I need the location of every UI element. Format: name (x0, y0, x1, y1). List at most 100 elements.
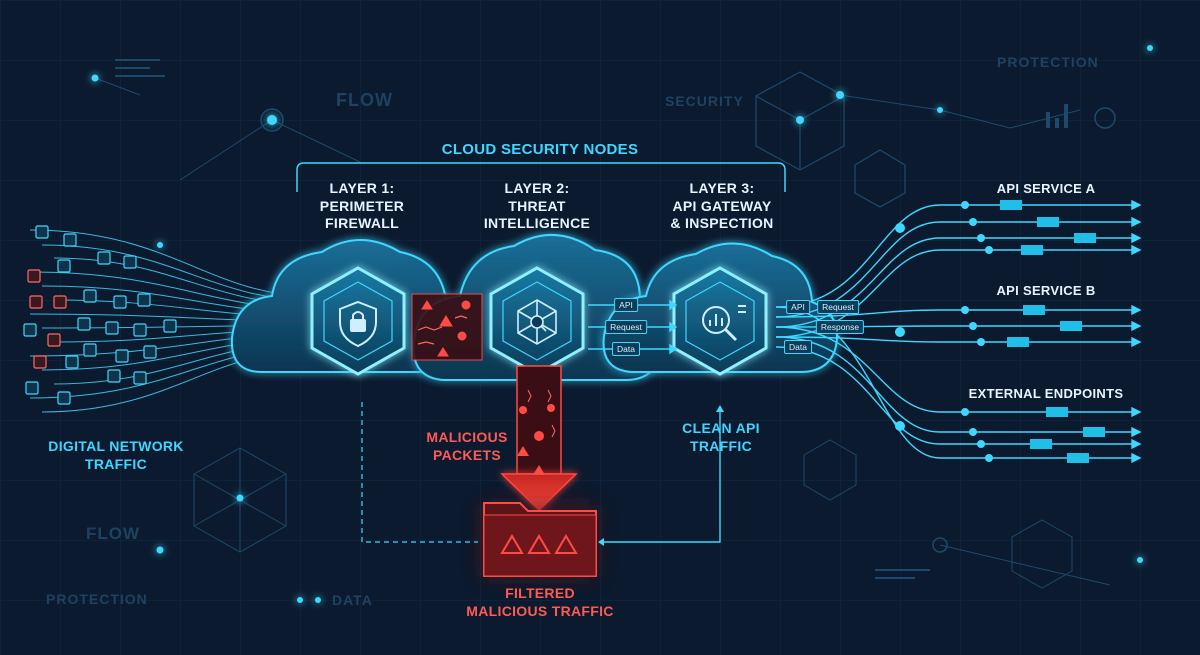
outgoing-traffic-nodes (895, 200, 1105, 463)
malware-packet-icon (27, 269, 41, 283)
document-packet-icon (35, 225, 49, 239)
outgoing-line (775, 306, 1132, 459)
document-packet-icon (83, 343, 97, 357)
document-packet-icon (25, 381, 39, 395)
malware-packet-icon (53, 295, 67, 309)
bg-word-protection-top: PROTECTION (997, 54, 1099, 70)
document-packet-icon (63, 233, 77, 247)
outgoing-line (775, 204, 1132, 308)
source-line2: TRAFFIC (85, 455, 147, 472)
background-dashes (115, 59, 1068, 579)
document-packet-icon (137, 293, 151, 307)
traffic-node-dot (977, 440, 985, 448)
clean-traffic-label: CLEAN API TRAFFIC (682, 420, 760, 455)
layer-2-title: LAYER 2: (504, 180, 570, 196)
data-packet-block (1007, 337, 1029, 347)
outgoing-arrowhead (1131, 199, 1142, 211)
outgoing-line (775, 249, 1132, 338)
traffic-node-dot (977, 234, 985, 242)
tag-request-after: Request (817, 300, 859, 314)
hex-layer-3 (672, 266, 768, 376)
analytics-magnifier-icon (702, 305, 746, 342)
malicious-line2: PACKETS (433, 446, 501, 463)
traffic-node-dot (969, 322, 977, 330)
document-packet-icon (65, 355, 79, 369)
data-packet-block (1037, 217, 1059, 227)
source-label: DIGITAL NETWORK TRAFFIC (48, 438, 183, 473)
clean-line2: TRAFFIC (690, 437, 752, 454)
bg-word-protection-bottom: PROTECTION (46, 591, 148, 607)
traffic-node-dot (961, 306, 969, 314)
outgoing-arrowhead (1131, 304, 1142, 316)
layer-2-line2: THREAT (508, 197, 566, 214)
malicious-line1: MALICIOUS (426, 429, 508, 445)
traffic-node-dot (985, 246, 993, 254)
document-packet-icon (107, 369, 121, 383)
filtered-line1: FILTERED (505, 585, 575, 601)
data-packet-block (1060, 321, 1082, 331)
output-api-service-b: API SERVICE B (996, 283, 1096, 298)
tag-request-2-3: Request (605, 320, 647, 334)
data-packet-block (1030, 439, 1052, 449)
document-packet-icon (77, 317, 91, 331)
layer-2-label: LAYER 2: THREAT INTELLIGENCE (484, 180, 590, 233)
malicious-packet-block (411, 293, 483, 361)
clean-up-arrowhead (716, 405, 724, 412)
tag-api-after: API (786, 300, 810, 314)
clean-line1: CLEAN API (682, 420, 760, 436)
outgoing-arrowhead (1131, 320, 1142, 332)
background-rings (260, 107, 1116, 553)
outgoing-arrowhead (1131, 336, 1142, 348)
traffic-node-dot (961, 201, 969, 209)
traffic-node-dot (961, 408, 969, 416)
document-packet-icon (115, 349, 129, 363)
tag-data-2-3: Data (612, 342, 640, 356)
document-packet-icon (113, 295, 127, 309)
outgoing-line (775, 326, 1132, 413)
background-dots (91, 45, 1153, 603)
bg-word-data: DATA (332, 592, 373, 608)
document-packet-icon (23, 323, 37, 337)
layer-1-title: LAYER 1: (329, 180, 395, 196)
incoming-traffic-icons (23, 225, 177, 405)
network-search-icon (517, 299, 557, 345)
malware-packet-icon (33, 355, 47, 369)
malicious-label: MALICIOUS PACKETS (426, 429, 507, 464)
traffic-node-dot (969, 218, 977, 226)
header-title: CLOUD SECURITY NODES (441, 141, 639, 158)
document-packet-icon (105, 321, 119, 335)
document-packet-icon (143, 345, 157, 359)
layer-3-line3: & INSPECTION (670, 215, 774, 231)
document-packet-icon (57, 259, 71, 273)
source-line1: DIGITAL NETWORK (48, 438, 184, 454)
header-bracket (296, 162, 786, 192)
malicious-down-arrow (500, 365, 578, 512)
malware-packet-icon (47, 333, 61, 347)
traffic-node-dot (977, 338, 985, 346)
data-packet-block (1046, 407, 1068, 417)
layer-1-line3: FIREWALL (325, 215, 399, 231)
filtered-traffic-folder (482, 502, 597, 577)
data-packet-block (1021, 245, 1043, 255)
data-packet-block (1083, 427, 1105, 437)
outgoing-line (775, 237, 1132, 328)
background-network (94, 77, 1111, 586)
bg-word-flow-top: FLOW (336, 90, 393, 110)
malware-packet-icon (29, 295, 43, 309)
data-packet-block (1074, 233, 1096, 243)
shield-lock-icon (339, 300, 377, 348)
layer-2-line3: INTELLIGENCE (483, 215, 591, 231)
fan-hub-node (895, 223, 905, 233)
outgoing-arrowhead (1131, 232, 1142, 244)
data-packet-block (1000, 200, 1022, 210)
outgoing-arrowhead (1131, 452, 1142, 464)
traffic-node-dot (985, 454, 993, 462)
bg-word-security: SECURITY (665, 93, 744, 109)
document-packet-icon (123, 255, 137, 269)
clean-route-arrowhead (598, 538, 604, 546)
document-packet-icon (133, 323, 147, 337)
outgoing-arrowhead (1131, 244, 1142, 256)
outgoing-arrowhead (1131, 216, 1142, 228)
